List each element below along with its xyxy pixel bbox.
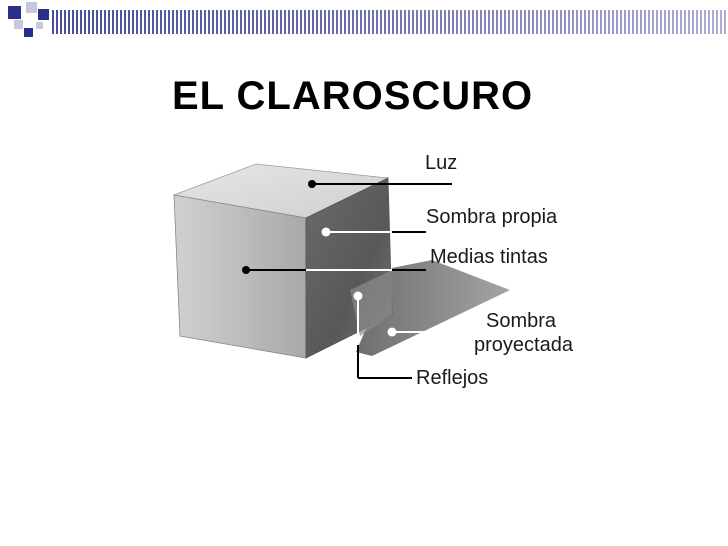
cube-front-face bbox=[173, 194, 307, 359]
decor-square bbox=[14, 20, 23, 29]
label-reflejos: Reflejos bbox=[416, 367, 489, 389]
leader-dot-luz bbox=[308, 180, 316, 188]
label-medias-tintas: Medias tintas bbox=[430, 246, 548, 268]
leader-dot-sombra-propia bbox=[321, 227, 331, 237]
leader-dot-medias-tintas bbox=[242, 266, 250, 274]
decor-square bbox=[8, 6, 21, 19]
page-title: EL CLAROSCURO bbox=[172, 74, 534, 118]
decor-square bbox=[24, 28, 33, 37]
label-sombra-propia: Sombra propia bbox=[426, 206, 558, 228]
cube-illustration bbox=[172, 163, 510, 379]
label-sombra-proyectada-line2: proyectada bbox=[474, 334, 573, 356]
leader-dot-sombra-proyectada bbox=[387, 327, 397, 337]
decor-square bbox=[36, 22, 43, 29]
decorative-header bbox=[0, 0, 728, 40]
decor-stripes bbox=[52, 10, 728, 34]
decor-square bbox=[38, 9, 49, 20]
chiaroscuro-diagram: Luz Sombra propia Medias tintas Sombra p… bbox=[160, 140, 620, 405]
label-sombra-proyectada-line1: Sombra bbox=[486, 310, 557, 332]
label-luz: Luz bbox=[425, 152, 458, 174]
reflected-light bbox=[350, 270, 392, 336]
decor-square bbox=[26, 2, 37, 13]
